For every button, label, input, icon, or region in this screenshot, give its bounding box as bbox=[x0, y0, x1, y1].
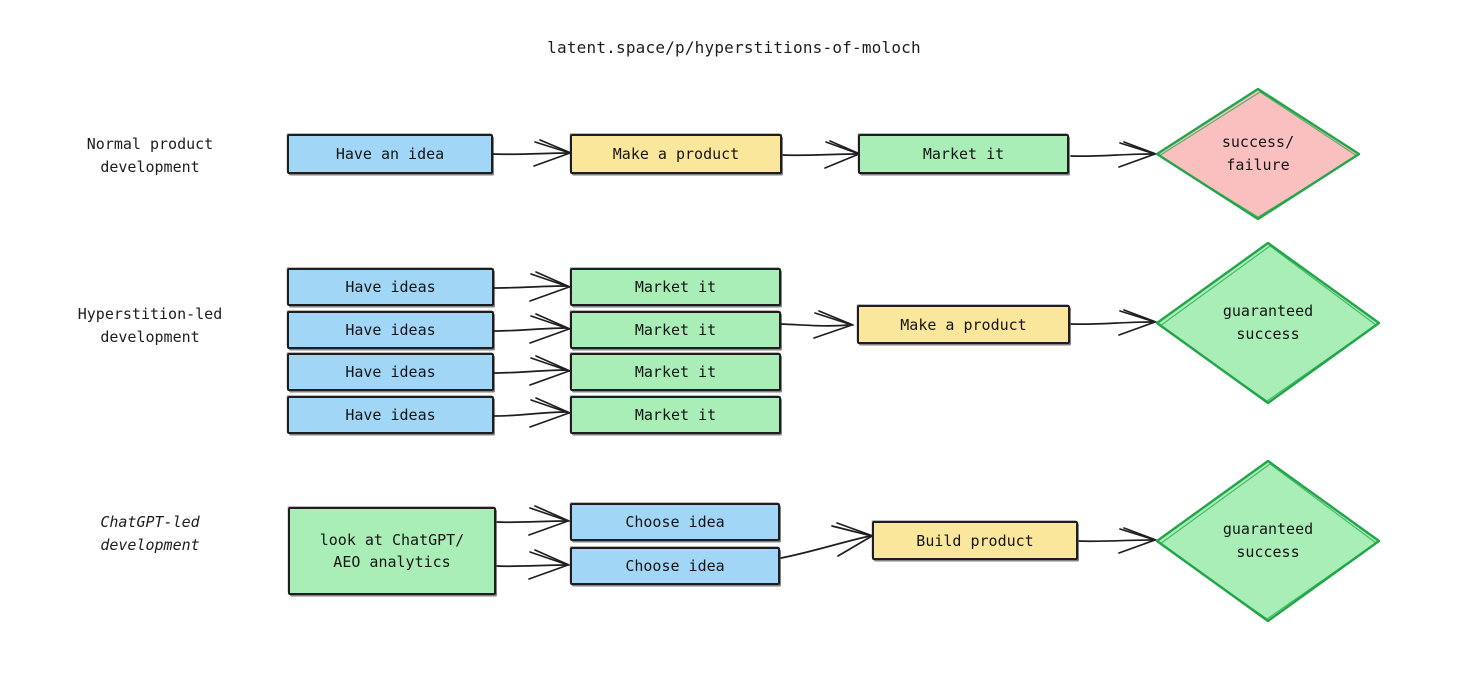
node-have-ideas-3[interactable]: Have ideas bbox=[287, 353, 494, 391]
row-label-normal-product-development: Normal product development bbox=[86, 135, 214, 176]
row-label-hyperstition-led-development: Hyperstition-led development bbox=[77, 305, 223, 346]
node-have-ideas-4[interactable]: Have ideas bbox=[287, 396, 494, 434]
row-label-chatgpt-led-development: ChatGPT-led development bbox=[100, 513, 200, 554]
page-title: latent.space/p/hyperstitions-of-moloch bbox=[547, 38, 921, 57]
node-guaranteed-success-2[interactable]: guaranteed success bbox=[1154, 458, 1382, 624]
node-market-it-1[interactable]: Market it bbox=[570, 268, 781, 306]
node-have-ideas-1[interactable]: Have ideas bbox=[287, 268, 494, 306]
node-market-it-2[interactable]: Market it bbox=[570, 311, 781, 349]
diamond-shape-success-failure bbox=[1155, 87, 1361, 221]
node-build-product[interactable]: Build product bbox=[872, 521, 1078, 560]
node-success-failure[interactable]: success/ failure bbox=[1154, 86, 1362, 222]
node-choose-idea-1[interactable]: Choose idea bbox=[570, 503, 780, 541]
node-label-guaranteed-success-1: guaranteed success bbox=[1222, 302, 1314, 343]
node-look-at-chatgpt-aeo-analytics[interactable]: look at ChatGPT/ AEO analytics bbox=[288, 507, 496, 595]
node-have-an-idea[interactable]: Have an idea bbox=[287, 134, 493, 174]
diamond-shape-guaranteed-success-1 bbox=[1155, 241, 1381, 405]
node-make-a-product-2[interactable]: Make a product bbox=[857, 305, 1070, 344]
node-market-it[interactable]: Market it bbox=[858, 134, 1069, 174]
node-label-success-failure: success/ failure bbox=[1221, 133, 1295, 174]
node-market-it-4[interactable]: Market it bbox=[570, 396, 781, 434]
node-market-it-3[interactable]: Market it bbox=[570, 353, 781, 391]
node-label-guaranteed-success-2: guaranteed success bbox=[1222, 520, 1314, 561]
node-have-ideas-2[interactable]: Have ideas bbox=[287, 311, 494, 349]
node-choose-idea-2[interactable]: Choose idea bbox=[570, 547, 780, 585]
diamond-shape-guaranteed-success-2 bbox=[1155, 459, 1381, 623]
node-guaranteed-success-1[interactable]: guaranteed success bbox=[1154, 240, 1382, 406]
node-make-a-product[interactable]: Make a product bbox=[570, 134, 782, 174]
